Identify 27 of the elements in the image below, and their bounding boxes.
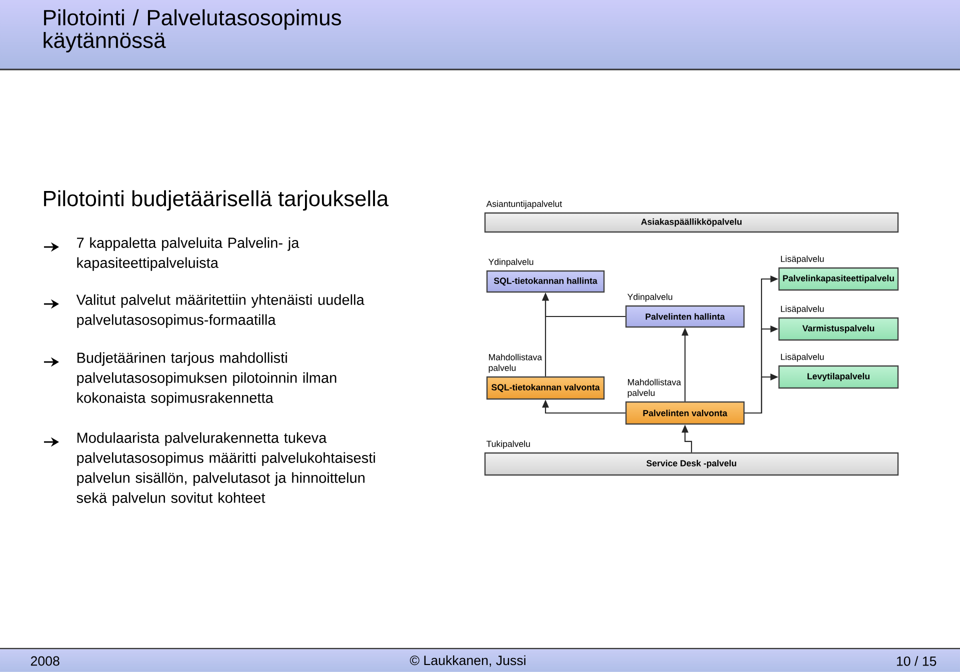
- service-box: Service Desk -palvelu: [484, 452, 899, 476]
- slide-title: Pilotointi / Palvelutasosopimus käytännössä: [44, 9, 341, 52]
- page-number: 10 / 15: [897, 656, 936, 666]
- bullet-text: Modulaarista palvelurakennetta tukeva palvelutasosopimus määritti palvelukohtaisesti palvelun sisällön, palvelutasot ja hinnoittelun sekä palvelun sovitut kohteet: [76, 432, 375, 506]
- bullet-text: 7 kappaletta palveluita Palvelin- ja kapasiteettipalveluista: [77, 237, 300, 271]
- category-heading: Lisäpalvelu: [781, 354, 824, 362]
- service-box: Asiakaspäällikköpalvelu: [484, 212, 899, 233]
- service-box: Palvelinten valvonta: [625, 401, 745, 425]
- service-box: SQL-tietokannan hallinta: [486, 270, 605, 293]
- bullet-text: Valitut palvelut määritettiin yhtenäisti uudella palvelutasosopimus-formaatilla: [76, 294, 364, 328]
- footer-text: © Laukkanen, Jussi: [410, 655, 526, 667]
- service-box: Palvelinten hallinta: [625, 305, 745, 328]
- category-heading: Ydinpalvelu: [627, 294, 672, 302]
- service-box: SQL-tietokannan valvonta: [486, 376, 605, 400]
- category-heading: Lisäpalvelu: [781, 256, 824, 264]
- service-box: Varmistuspalvelu: [778, 317, 899, 341]
- section-heading: Pilotointi budjetäärisellä tarjouksella: [44, 190, 389, 211]
- bullet-text: Budjetäärinen tarjous mahdollisti palvelutasosopimuksen pilotoinnin ilman kokonaista sopimusrakennetta: [77, 352, 336, 406]
- category-heading: Mahdollistava palvelu: [628, 378, 682, 398]
- category-heading: Ydinpalvelu: [488, 258, 534, 267]
- category-heading: Asiantuntijapalvelut: [486, 200, 562, 209]
- service-box: Palvelinkapasiteettipalvelu: [778, 267, 899, 291]
- category-heading: Lisäpalvelu: [781, 306, 824, 314]
- category-heading: Mahdollistava palvelu: [488, 354, 542, 373]
- footer-text: 2008: [30, 656, 60, 666]
- service-box: Levytilapalvelu: [778, 365, 899, 389]
- category-heading: Tukipalvelu: [486, 440, 530, 449]
